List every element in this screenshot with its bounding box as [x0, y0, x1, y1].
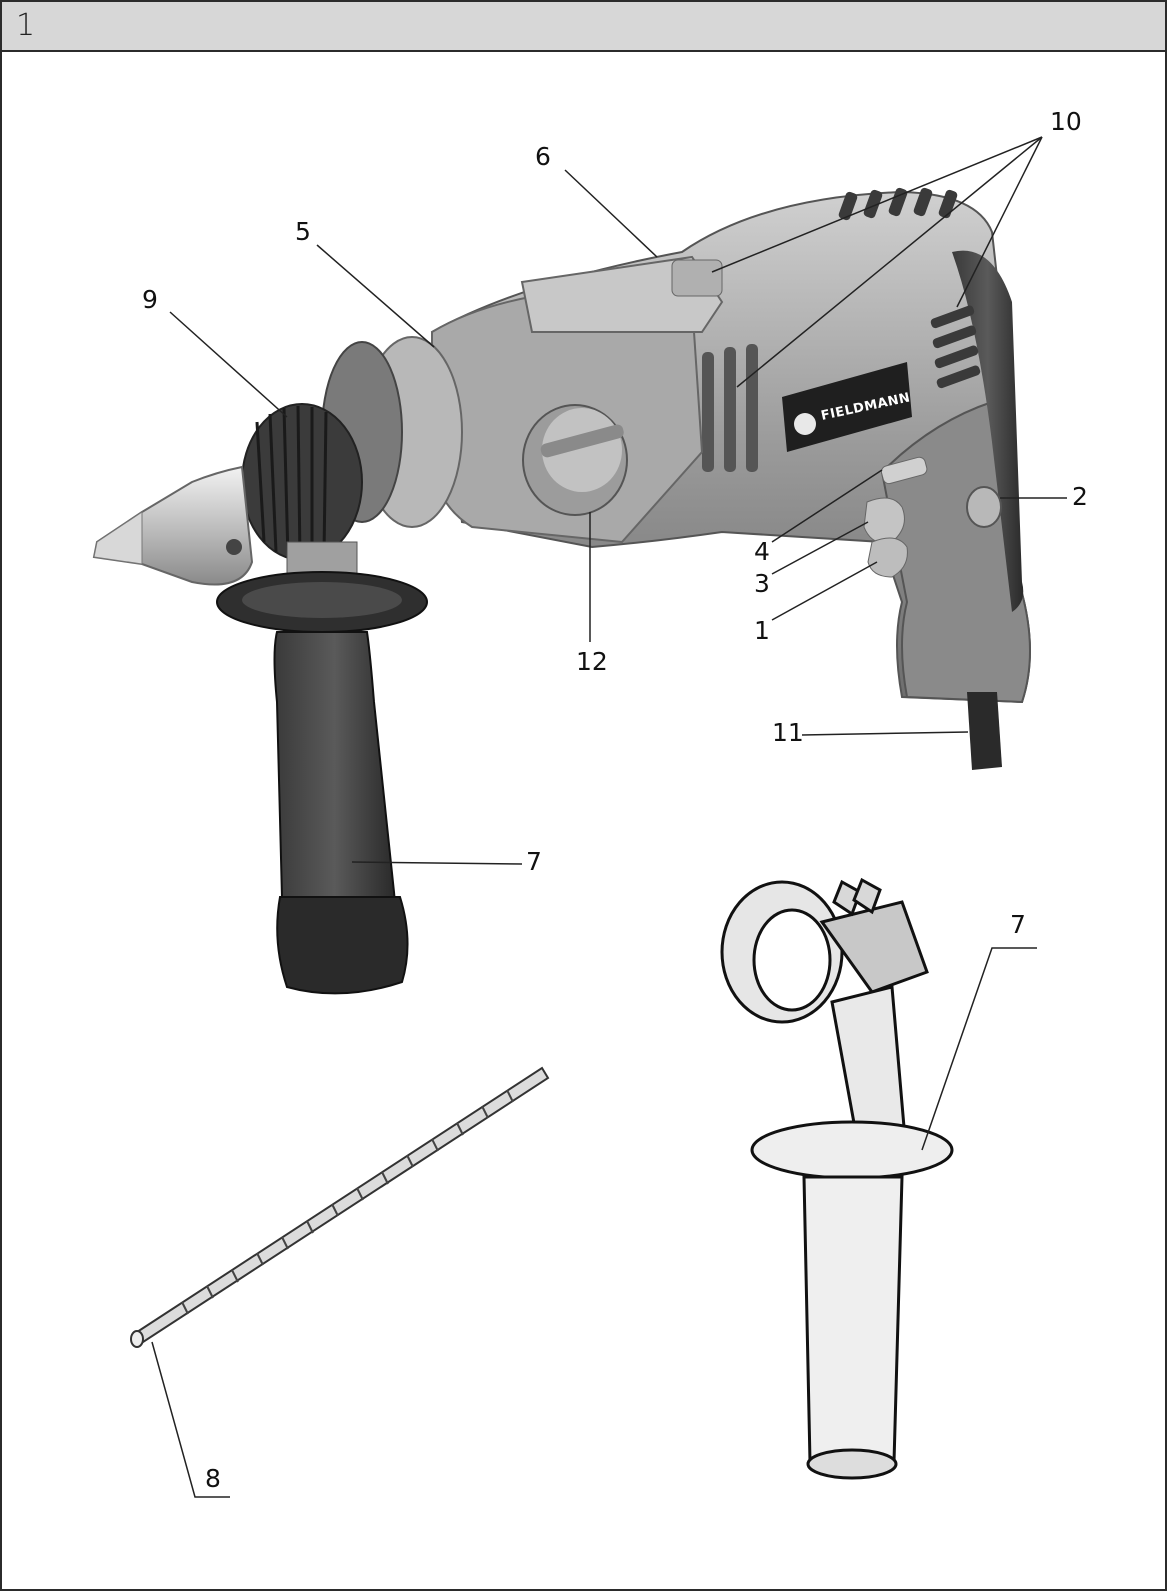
callout-10: 10: [1050, 107, 1082, 136]
callout-7-side-handle: 7: [526, 847, 542, 876]
drill-diagram: FIELDMANN: [92, 136, 1067, 1498]
callout-4: 4: [754, 537, 770, 566]
callout-11: 11: [772, 718, 804, 747]
callout-2: 2: [1072, 482, 1088, 511]
auxiliary-handle-illustration: [720, 877, 954, 1480]
callout-7-handle-drawing: 7: [1010, 910, 1026, 939]
callout-1: 1: [754, 616, 770, 645]
callout-3: 3: [754, 569, 770, 598]
drill-bit-illustration: [130, 1066, 550, 1348]
callout-8: 8: [205, 1464, 221, 1493]
page-number: 1: [16, 8, 36, 43]
drill-illustration: FIELDMANN: [92, 187, 1031, 995]
callout-9: 9: [142, 285, 158, 314]
page-header-bar: 1: [2, 2, 1165, 52]
callout-5: 5: [295, 217, 311, 246]
callout-12: 12: [576, 647, 608, 676]
leader-lines: [151, 136, 1067, 1498]
callout-6: 6: [535, 142, 551, 171]
